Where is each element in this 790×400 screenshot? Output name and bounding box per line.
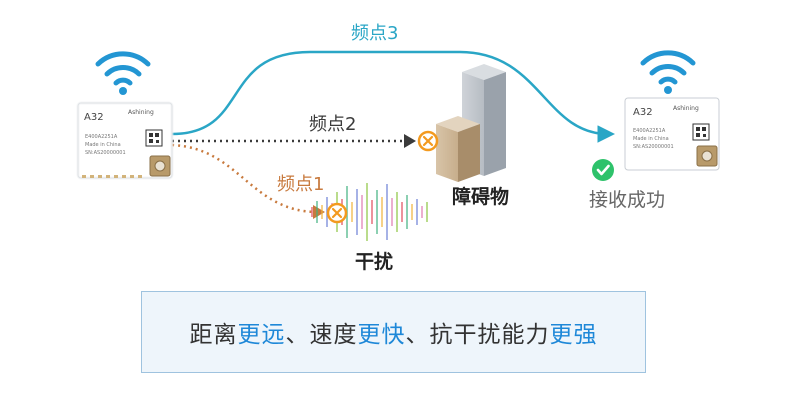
left-module-line2: Made in China xyxy=(85,142,121,148)
label-freq2: 频点2 xyxy=(309,114,356,135)
label-obstacle: 障碍物 xyxy=(452,185,509,208)
banner-text-1: 距离 xyxy=(189,322,238,348)
right-module-line2: Made in China xyxy=(633,136,669,142)
left-module-line3: SN:AS20000001 xyxy=(85,150,126,156)
x-circle-icon xyxy=(417,130,439,152)
check-circle-icon xyxy=(592,159,614,181)
left-module: A32 Ashining E400A2251A Made in China SN… xyxy=(76,101,174,180)
label-freq3: 频点3 xyxy=(351,23,398,44)
label-success: 接收成功 xyxy=(589,189,665,211)
summary-banner: 距离更远、速度更快、抗干扰能力更强 xyxy=(141,291,646,373)
arrow-freq1 xyxy=(313,205,325,219)
left-module-line1: E400A2251A xyxy=(85,134,118,140)
path-freq3 xyxy=(171,50,615,143)
banner-highlight-2: 更快 xyxy=(357,322,406,348)
right-module: A32 Ashining E400A2251A Made in China SN… xyxy=(624,97,720,171)
banner-highlight-3: 更强 xyxy=(549,322,598,348)
obstacle-blocks xyxy=(436,64,506,182)
wifi-icon xyxy=(640,50,696,94)
left-module-brand: Ashining xyxy=(128,109,154,116)
right-module-brand: Ashining xyxy=(673,105,699,112)
wifi-icon xyxy=(95,51,151,95)
left-module-model: A32 xyxy=(84,112,104,123)
right-module-line1: E400A2251A xyxy=(633,128,666,134)
qr-code-icon xyxy=(692,123,710,141)
qr-code-icon xyxy=(145,129,163,147)
arrow-freq2 xyxy=(404,134,416,148)
label-freq1: 频点1 xyxy=(277,174,324,195)
label-interference: 干扰 xyxy=(355,250,393,273)
x-circle-icon xyxy=(326,202,348,224)
banner-text-3: 、抗干扰能力 xyxy=(405,322,550,348)
banner-highlight-1: 更远 xyxy=(237,322,286,348)
right-module-line3: SN:AS20000001 xyxy=(633,144,674,150)
banner-text-2: 、速度 xyxy=(285,322,358,348)
right-module-model: A32 xyxy=(633,107,653,118)
